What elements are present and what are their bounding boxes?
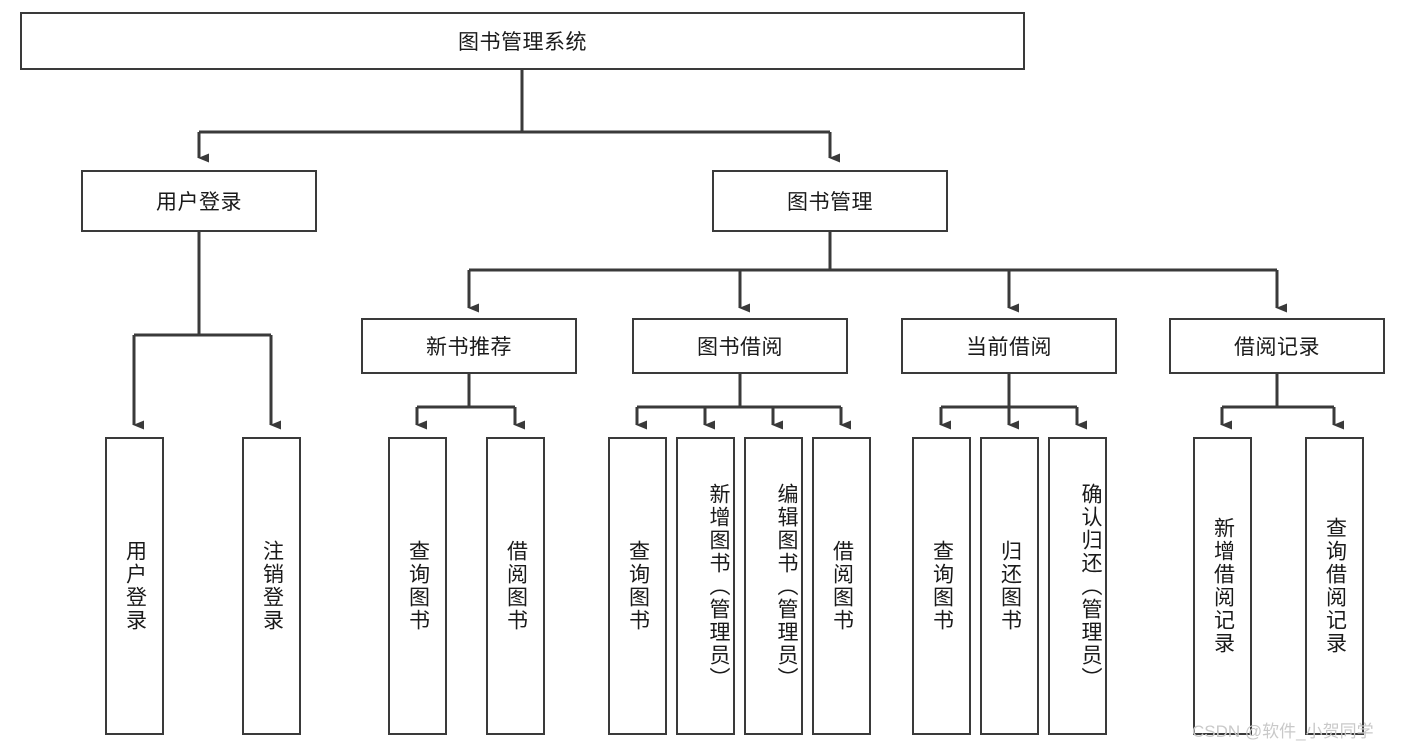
leaf-book-borrow-edit[interactable]: 编辑图书（管理员） [744,437,803,735]
node-root-system[interactable]: 图书管理系统 [20,12,1025,70]
node-book-borrow[interactable]: 图书借阅 [632,318,848,374]
leaf-user-login-signout[interactable]: 注销登录 [242,437,301,735]
leaf-borrow-record-query[interactable]: 查询借阅记录 [1305,437,1364,735]
leaf-current-borrow-query-label: 查询图书 [930,540,954,632]
leaf-new-book-borrow[interactable]: 借阅图书 [486,437,545,735]
leaf-current-borrow-return-label: 归还图书 [998,540,1022,632]
node-current-borrow-label: 当前借阅 [966,336,1052,359]
leaf-book-borrow-add-label: 新增图书（管理员） [707,482,730,690]
node-book-borrow-label: 图书借阅 [697,336,783,359]
leaf-user-login-signin-label: 用户登录 [123,540,147,632]
leaf-book-borrow-query-label: 查询图书 [626,540,650,632]
leaf-book-borrow-query[interactable]: 查询图书 [608,437,667,735]
leaf-borrow-record-add[interactable]: 新增借阅记录 [1193,437,1252,735]
leaf-current-borrow-confirm-label: 确认归还（管理员） [1079,482,1102,690]
leaf-book-borrow-lend[interactable]: 借阅图书 [812,437,871,735]
leaf-book-borrow-lend-label: 借阅图书 [830,540,854,632]
leaf-book-borrow-edit-label: 编辑图书（管理员） [775,482,798,690]
node-root-system-label: 图书管理系统 [458,31,587,54]
node-book-management-label: 图书管理 [787,191,873,214]
leaf-new-book-query[interactable]: 查询图书 [388,437,447,735]
leaf-current-borrow-confirm[interactable]: 确认归还（管理员） [1048,437,1107,735]
leaf-new-book-query-label: 查询图书 [406,540,430,632]
node-borrow-record[interactable]: 借阅记录 [1169,318,1385,374]
node-user-login[interactable]: 用户登录 [81,170,317,232]
node-new-book-recommend[interactable]: 新书推荐 [361,318,577,374]
node-current-borrow[interactable]: 当前借阅 [901,318,1117,374]
leaf-new-book-borrow-label: 借阅图书 [504,540,528,632]
leaf-user-login-signin[interactable]: 用户登录 [105,437,164,735]
leaf-borrow-record-add-label: 新增借阅记录 [1211,517,1235,655]
leaf-borrow-record-query-label: 查询借阅记录 [1323,517,1347,655]
node-user-login-label: 用户登录 [156,191,242,214]
leaf-current-borrow-return[interactable]: 归还图书 [980,437,1039,735]
node-borrow-record-label: 借阅记录 [1234,336,1320,359]
leaf-book-borrow-add[interactable]: 新增图书（管理员） [676,437,735,735]
leaf-current-borrow-query[interactable]: 查询图书 [912,437,971,735]
leaf-user-login-signout-label: 注销登录 [260,540,284,632]
node-new-book-recommend-label: 新书推荐 [426,336,512,359]
watermark-credit: CSDN @软件_小贺同学 [1192,722,1374,741]
node-book-management[interactable]: 图书管理 [712,170,948,232]
